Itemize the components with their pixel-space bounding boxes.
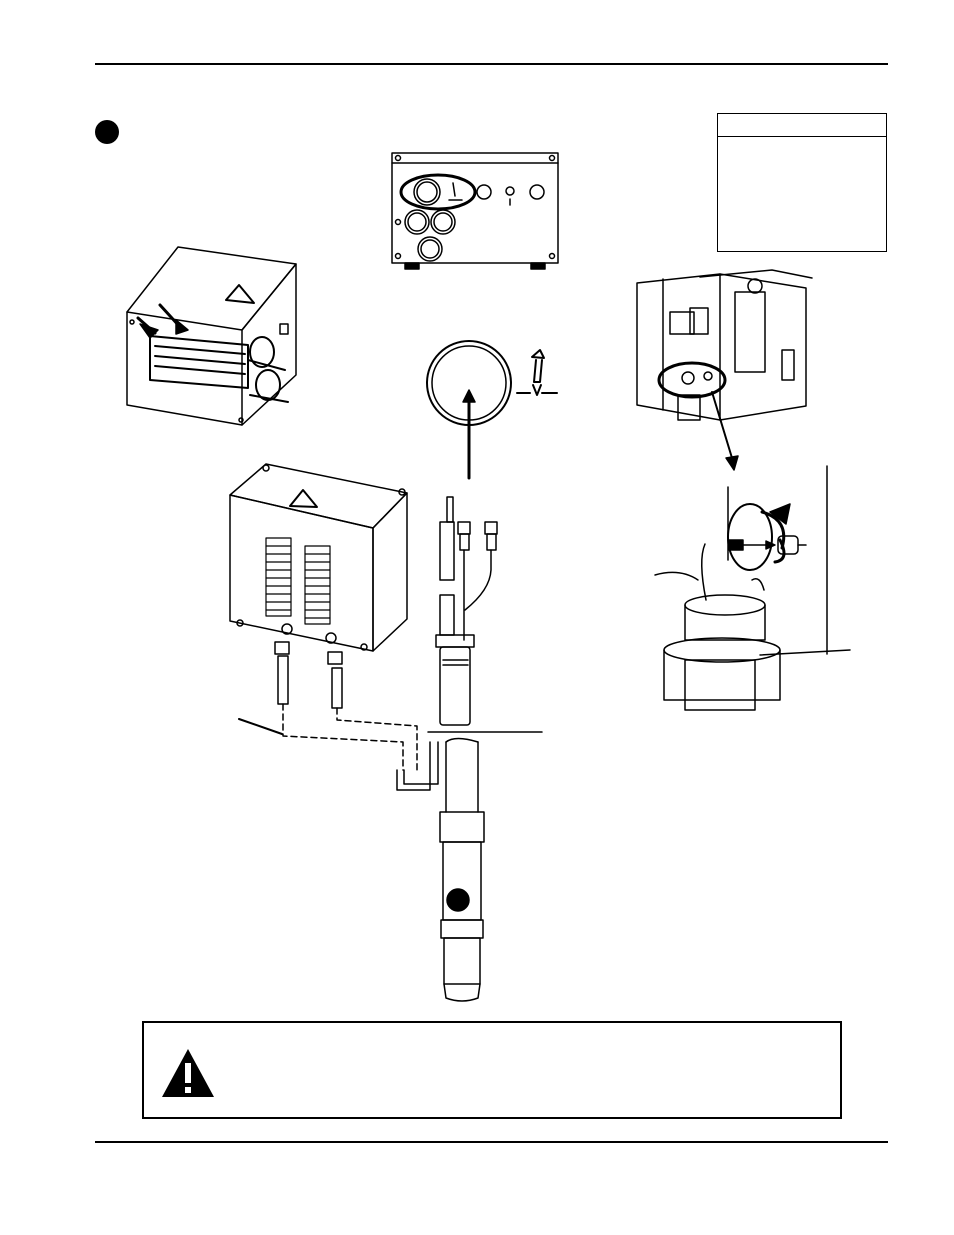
- callout-dot: [446, 888, 470, 912]
- ignition-console-closed: [229, 463, 418, 771]
- rotate-arrow-icon: [769, 503, 791, 525]
- up-arrow-icon: [462, 389, 476, 403]
- torch-lower: [396, 737, 485, 1002]
- torch-lead-upper: [427, 496, 543, 733]
- legend-table: [717, 113, 887, 252]
- legend-header-divider: [718, 136, 886, 137]
- warning-decal-icon-2: [289, 489, 318, 508]
- step-marker: [95, 120, 119, 144]
- ground-connector-icon: [505, 186, 515, 196]
- bottom-rule: [95, 1141, 888, 1143]
- torch-symbol-small-icon: [448, 182, 463, 201]
- warning-box: [142, 1021, 842, 1119]
- torch-connector-enlarged: [426, 340, 558, 480]
- top-rule: [95, 63, 888, 65]
- power-supply-interior: [636, 269, 813, 471]
- warning-decal-icon: [225, 284, 255, 304]
- right-small-arrow-icon: [765, 540, 776, 550]
- torch-lead-symbol-icon: [516, 349, 558, 396]
- highlight-ellipse-right: [657, 361, 727, 399]
- highlight-ellipse: [399, 173, 477, 211]
- warning-triangle-icon: [162, 1049, 214, 1097]
- power-supply-front-panel: [391, 152, 559, 270]
- open-ignition-console: [126, 246, 297, 426]
- electrode-detail: [654, 465, 851, 711]
- down-arrow-icon: [725, 455, 739, 471]
